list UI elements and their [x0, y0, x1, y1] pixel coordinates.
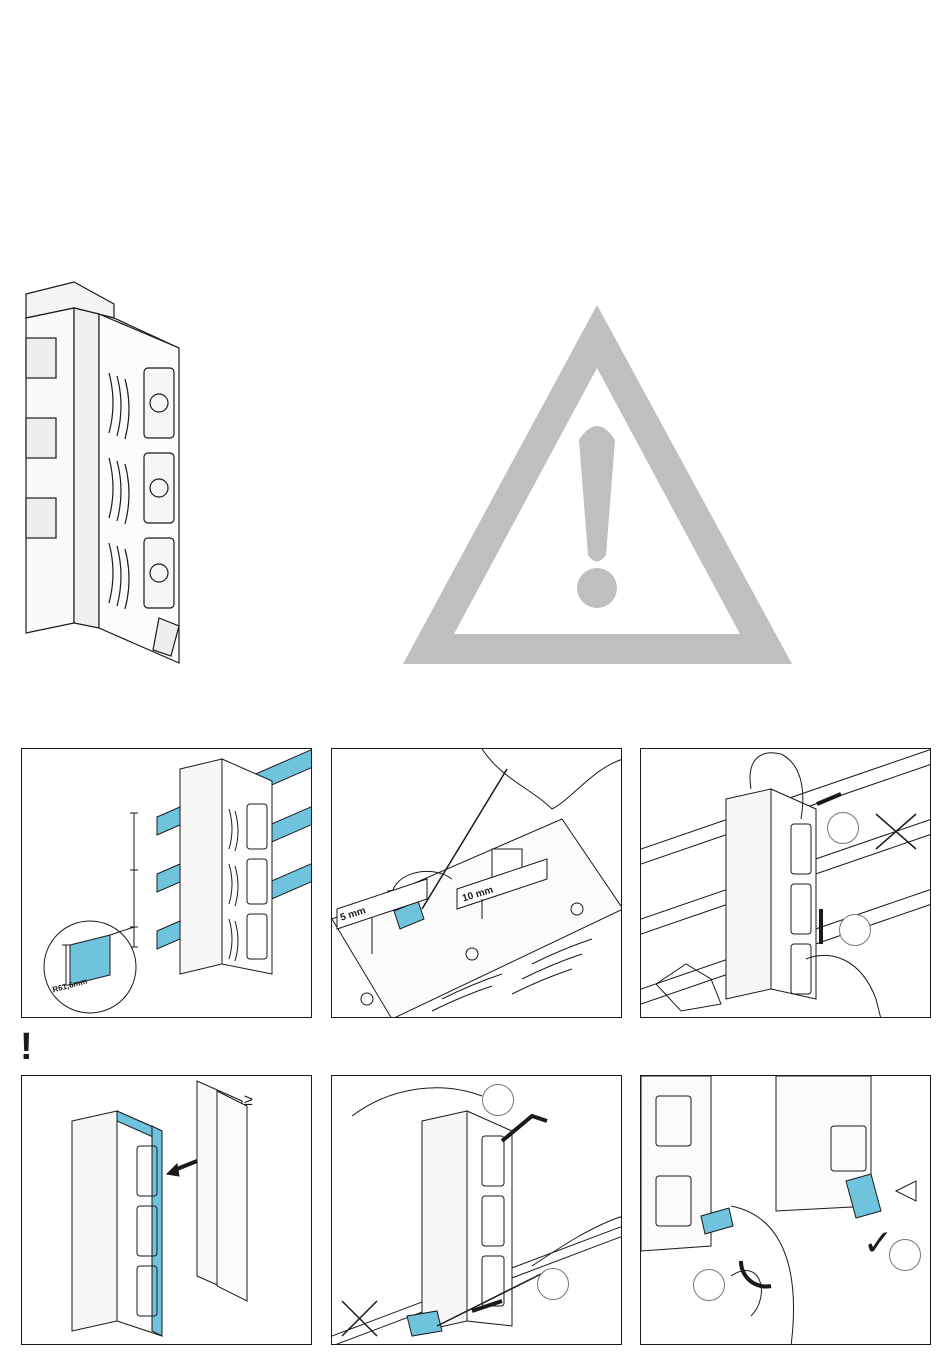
step-panel-cover: ≥ — [21, 1075, 312, 1345]
step-marker-2 — [839, 914, 871, 946]
check-icon: ✓ — [863, 1226, 893, 1262]
product-overview-illustration — [14, 278, 194, 668]
step-marker-2 — [693, 1269, 725, 1301]
notice-exclamation-icon: ! — [20, 1028, 33, 1066]
step-marker-1 — [482, 1084, 514, 1116]
step-panel-removal — [331, 1075, 622, 1345]
step-panel-mount — [640, 748, 931, 1018]
step-marker-1 — [889, 1239, 921, 1271]
step-panel-clearance: 5 mm 10 mm — [331, 748, 622, 1018]
step-panel-fuse-carrier: ✓ — [640, 1075, 931, 1345]
step-marker-2 — [537, 1268, 569, 1300]
step-marker-1 — [827, 812, 859, 844]
warning-triangle-icon — [400, 300, 795, 668]
min-distance-mark: ≥ — [244, 1092, 253, 1110]
step-panel-busbar-dimensions: R61,6mm — [21, 748, 312, 1018]
